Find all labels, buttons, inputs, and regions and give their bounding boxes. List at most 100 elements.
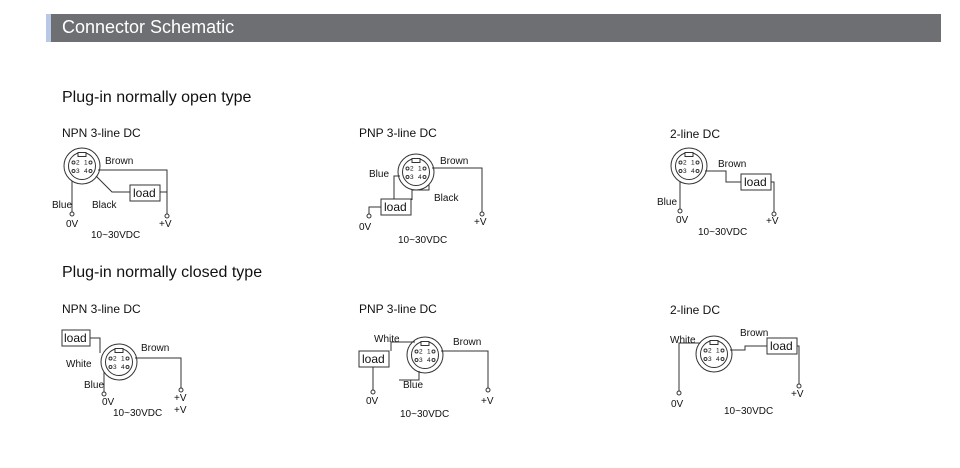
pin-4: 4	[121, 364, 125, 371]
pin-hole	[678, 169, 683, 173]
wire-load-0v	[368, 206, 381, 214]
header-bar: Connector Schematic	[46, 14, 941, 42]
diagram-title: PNP 3-line DC	[359, 302, 437, 316]
pin-hole	[108, 365, 113, 369]
terminal-plus-v	[479, 211, 485, 217]
label-plus-v: +V	[766, 216, 779, 227]
pin-hole	[414, 358, 419, 362]
load-box	[740, 173, 772, 191]
terminal-0v	[101, 391, 107, 397]
label-white: White	[374, 334, 400, 345]
section-title-normally-closed: Plug-in normally closed type	[62, 264, 263, 281]
label-blue: Blue	[52, 200, 72, 211]
diagram-no-2line: 2-line DC load 2 1 3 4 Brown Blue 0V +V …	[657, 127, 910, 267]
pin-hole	[720, 357, 725, 361]
terminal-0v	[69, 211, 75, 217]
pin-hole	[71, 160, 76, 165]
label-voltage: 10~30VDC	[113, 408, 162, 419]
page-title: Connector Schematic	[62, 17, 235, 37]
pin-3: 3	[683, 168, 687, 175]
label-brown: Brown	[453, 337, 481, 348]
load-label: load	[744, 175, 767, 189]
label-plus-v: +V	[481, 396, 494, 407]
pin-hole	[703, 357, 708, 361]
diagram-nc-2line: 2-line DC load 2 1 3 4 Brown White 0V +V…	[670, 303, 910, 443]
label-voltage: 10~30VDC	[400, 409, 449, 420]
pin-hole	[125, 365, 130, 369]
connector-outer	[406, 336, 444, 374]
pin-3: 3	[708, 356, 712, 363]
load-box	[129, 184, 161, 202]
label-brown: Brown	[740, 328, 768, 339]
load-box	[766, 337, 798, 355]
pin-hole	[720, 348, 725, 353]
label-plus-v: +V	[791, 389, 804, 400]
wire-black	[95, 175, 130, 193]
pin-1: 1	[691, 160, 695, 167]
wire-white	[90, 337, 101, 353]
wire-brown	[705, 170, 741, 183]
diagram-title: NPN 3-line DC	[62, 126, 141, 140]
pin-hole	[431, 349, 436, 354]
pin-2: 2	[113, 356, 117, 363]
schematic: load 2 1 3 4 Brown Blue Black 0V +V 10~3…	[359, 153, 487, 246]
pin-1: 1	[716, 348, 720, 355]
label-brown: Brown	[440, 156, 468, 167]
label-voltage: 10~30VDC	[91, 230, 140, 241]
pin-1: 1	[427, 349, 431, 356]
wire-white	[390, 341, 415, 351]
pin-1: 1	[84, 160, 88, 167]
diagram-no-pnp: PNP 3-line DC load 2 1 3 4 Brown Blue Bl…	[359, 126, 599, 266]
pin-3: 3	[419, 357, 423, 364]
label-0v: 0V	[676, 215, 689, 226]
pin-3: 3	[410, 174, 414, 181]
pin-hole	[414, 349, 419, 354]
label-blue: Blue	[84, 380, 104, 391]
label-0v: 0V	[66, 219, 79, 230]
pin-3: 3	[76, 168, 80, 175]
schematic: load 2 1 3 4 Brown White Blue 0V +V +V 1…	[61, 329, 187, 419]
pin-2: 2	[410, 166, 414, 173]
label-brown: Brown	[141, 343, 169, 354]
label-plus-v-2: +V	[174, 405, 187, 416]
diagram-nc-pnp: PNP 3-line DC load 2 1 3 4 Brown White B…	[358, 302, 599, 442]
pin-2: 2	[683, 160, 687, 167]
terminal-0v	[370, 389, 376, 395]
pin-hole	[125, 356, 130, 361]
connector-key	[411, 158, 421, 163]
pin-4: 4	[418, 174, 422, 181]
connector-outer	[695, 335, 733, 373]
pin-hole	[88, 160, 93, 165]
diagram-title: PNP 3-line DC	[359, 126, 437, 140]
label-voltage: 10~30VDC	[724, 406, 773, 417]
schematic: load 2 1 3 4 Brown White Blue 0V +V 10~3…	[358, 334, 494, 420]
pin-hole	[71, 169, 76, 173]
label-white: White	[670, 335, 696, 346]
connector-key	[709, 340, 719, 345]
connector-key	[420, 341, 430, 346]
label-voltage: 10~30VDC	[398, 235, 447, 246]
pin-2: 2	[708, 348, 712, 355]
terminal-plus-v	[164, 213, 170, 219]
diagram-title: 2-line DC	[670, 127, 721, 141]
label-plus-v: +V	[159, 219, 172, 230]
pin-hole	[422, 166, 427, 171]
label-0v: 0V	[671, 399, 684, 410]
terminal-0v	[676, 390, 682, 396]
label-brown: Brown	[718, 159, 746, 170]
label-blue: Blue	[657, 197, 677, 208]
pin-4: 4	[427, 357, 431, 364]
wire-brown	[135, 357, 182, 388]
wire-load-plus-v	[771, 181, 775, 212]
load-box	[380, 198, 412, 216]
wire-blue	[393, 175, 400, 207]
pin-2: 2	[419, 349, 423, 356]
terminal-0v	[366, 213, 372, 219]
pin-hole	[678, 160, 683, 165]
label-blue: Blue	[403, 380, 423, 391]
wire-blue	[399, 371, 420, 381]
pin-hole	[88, 169, 93, 173]
load-label: load	[362, 352, 385, 366]
schematic: load 2 1 3 4 Brown White 0V +V 10~30VDC	[670, 328, 804, 417]
diagram-no-npn: NPN 3-line DC load 2 1 3 4 Brown Blue Bl…	[52, 126, 302, 266]
